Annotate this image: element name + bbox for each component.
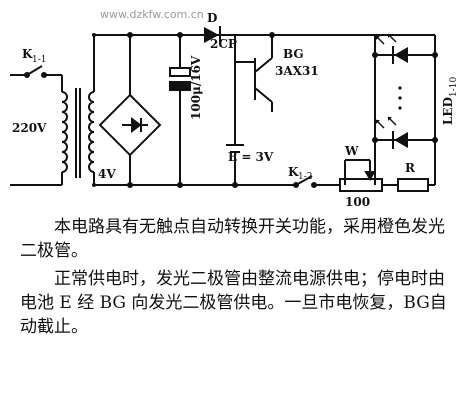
wiring xyxy=(10,34,436,192)
junction-dots xyxy=(92,32,438,188)
label-led: LED xyxy=(441,97,455,125)
label-r: R xyxy=(405,161,416,175)
description-paragraph-1: 本电路具有无触点自动转换开关功能，采用橙色发光二极管。 xyxy=(20,217,445,261)
label-bg: BG xyxy=(283,47,304,61)
diode-d xyxy=(204,26,221,44)
description-paragraph-2: 正常供电时，发光二极管由整流电源供电；停电时由电池 E 经 BG 向发光二极管供… xyxy=(20,269,447,337)
watermark: www.dzkfw.com.cn xyxy=(100,8,204,21)
label-voltage-in: 220V xyxy=(12,121,47,135)
label-transformer-out: 4V xyxy=(98,167,116,181)
label-k11-sub: 1-1 xyxy=(32,55,47,65)
label-led-group: LED 1-10 xyxy=(441,77,459,125)
label-diode-d: D xyxy=(207,11,217,25)
description: 本电路具有无触点自动转换开关功能，采用橙色发光二极管。 正常供电时，发光二极管由… xyxy=(20,215,450,339)
label-k11: K xyxy=(22,47,33,61)
label-k12-sub: 1-2 xyxy=(298,172,313,182)
led-bottom xyxy=(375,116,408,149)
label-led-sub: 1-10 xyxy=(449,77,459,97)
label-bg-part: 3AX31 xyxy=(275,64,319,78)
label-diode-part: 2CP xyxy=(210,37,237,51)
label-w: W xyxy=(344,144,359,158)
led-chain-dots xyxy=(398,86,402,110)
label-battery: E = 3V xyxy=(228,150,274,164)
label-w-value: 100 xyxy=(345,195,370,209)
led-top xyxy=(375,33,408,64)
label-cap: 100μ/16V xyxy=(189,55,203,120)
label-k12: K xyxy=(288,165,299,179)
